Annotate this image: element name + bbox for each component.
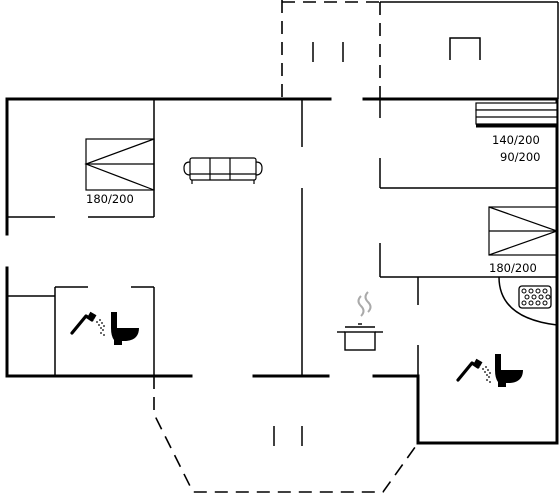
bed-icon — [488, 206, 559, 256]
toilet-icon — [495, 354, 523, 387]
annex-top-right — [380, 1, 559, 99]
shower-icon — [456, 358, 491, 383]
bed-label-right-top-b: 90/200 — [500, 150, 540, 164]
toilet-icon — [111, 312, 139, 345]
hot-tub-icon — [498, 276, 558, 326]
terrace-top — [281, 0, 381, 99]
exterior-walls — [5, 97, 559, 445]
bed-icon — [84, 138, 155, 191]
sofa-icon — [183, 157, 263, 184]
bed-label-left: 180/200 — [86, 192, 134, 206]
bed-label-right-top-a: 140/200 — [492, 133, 540, 147]
bed-label-right-bottom: 180/200 — [489, 261, 537, 275]
shower-icon — [70, 311, 105, 336]
bed-icon — [475, 102, 558, 128]
terrace-bottom — [153, 376, 419, 493]
interior-walls — [7, 99, 557, 376]
cooking-pot-icon — [337, 291, 383, 351]
